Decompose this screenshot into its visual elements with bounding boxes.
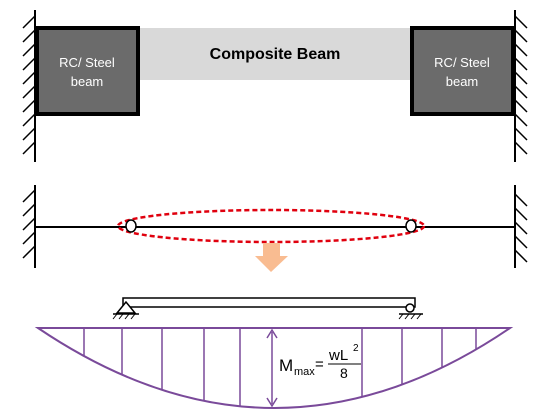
simply-supported-beam [112, 297, 423, 320]
roller-support-right [398, 303, 423, 320]
left-hinge [125, 219, 137, 233]
composite-beam-label: Composite Beam [210, 46, 341, 63]
left-rc-steel-block [35, 26, 140, 116]
formula-exponent: 2 [353, 343, 359, 354]
left-block-label-line1: RC/ Steel [59, 55, 115, 70]
pin-support-left [112, 300, 139, 320]
left-wall-hatch-top [22, 15, 36, 155]
max-moment-arrow [266, 328, 278, 408]
right-wall-middle [514, 185, 528, 268]
highlight-ellipse [116, 208, 426, 244]
right-block-label-line2: beam [446, 74, 479, 89]
left-wall-hatch-middle [22, 189, 36, 259]
right-hinge [405, 219, 417, 233]
formula-numerator: wL [328, 347, 348, 364]
moment-curve [34, 327, 514, 409]
right-wall-hatch-middle [514, 193, 528, 263]
composite-beam-band [138, 28, 412, 80]
top-beam-assembly: Composite Beam RC/ Steel beam RC/ Steel … [22, 10, 528, 162]
left-block-label-line2: beam [71, 74, 104, 89]
left-wall-top [22, 10, 36, 162]
max-moment-formula: M max = wL 2 8 [279, 343, 361, 381]
right-wall-hatch-top [514, 15, 528, 155]
middle-beam-model [22, 185, 528, 268]
formula-denominator: 8 [340, 365, 348, 381]
down-arrow [255, 243, 288, 272]
formula-equals: = [315, 356, 324, 373]
moment-symbol: M [279, 356, 293, 375]
right-rc-steel-block [410, 26, 515, 116]
left-wall-middle [22, 185, 36, 268]
simple-beam [122, 297, 416, 308]
moment-diagram: M max = wL 2 8 [34, 327, 514, 409]
right-wall-top [514, 10, 528, 162]
right-block-label-line1: RC/ Steel [434, 55, 490, 70]
moment-subscript: max [294, 366, 315, 378]
